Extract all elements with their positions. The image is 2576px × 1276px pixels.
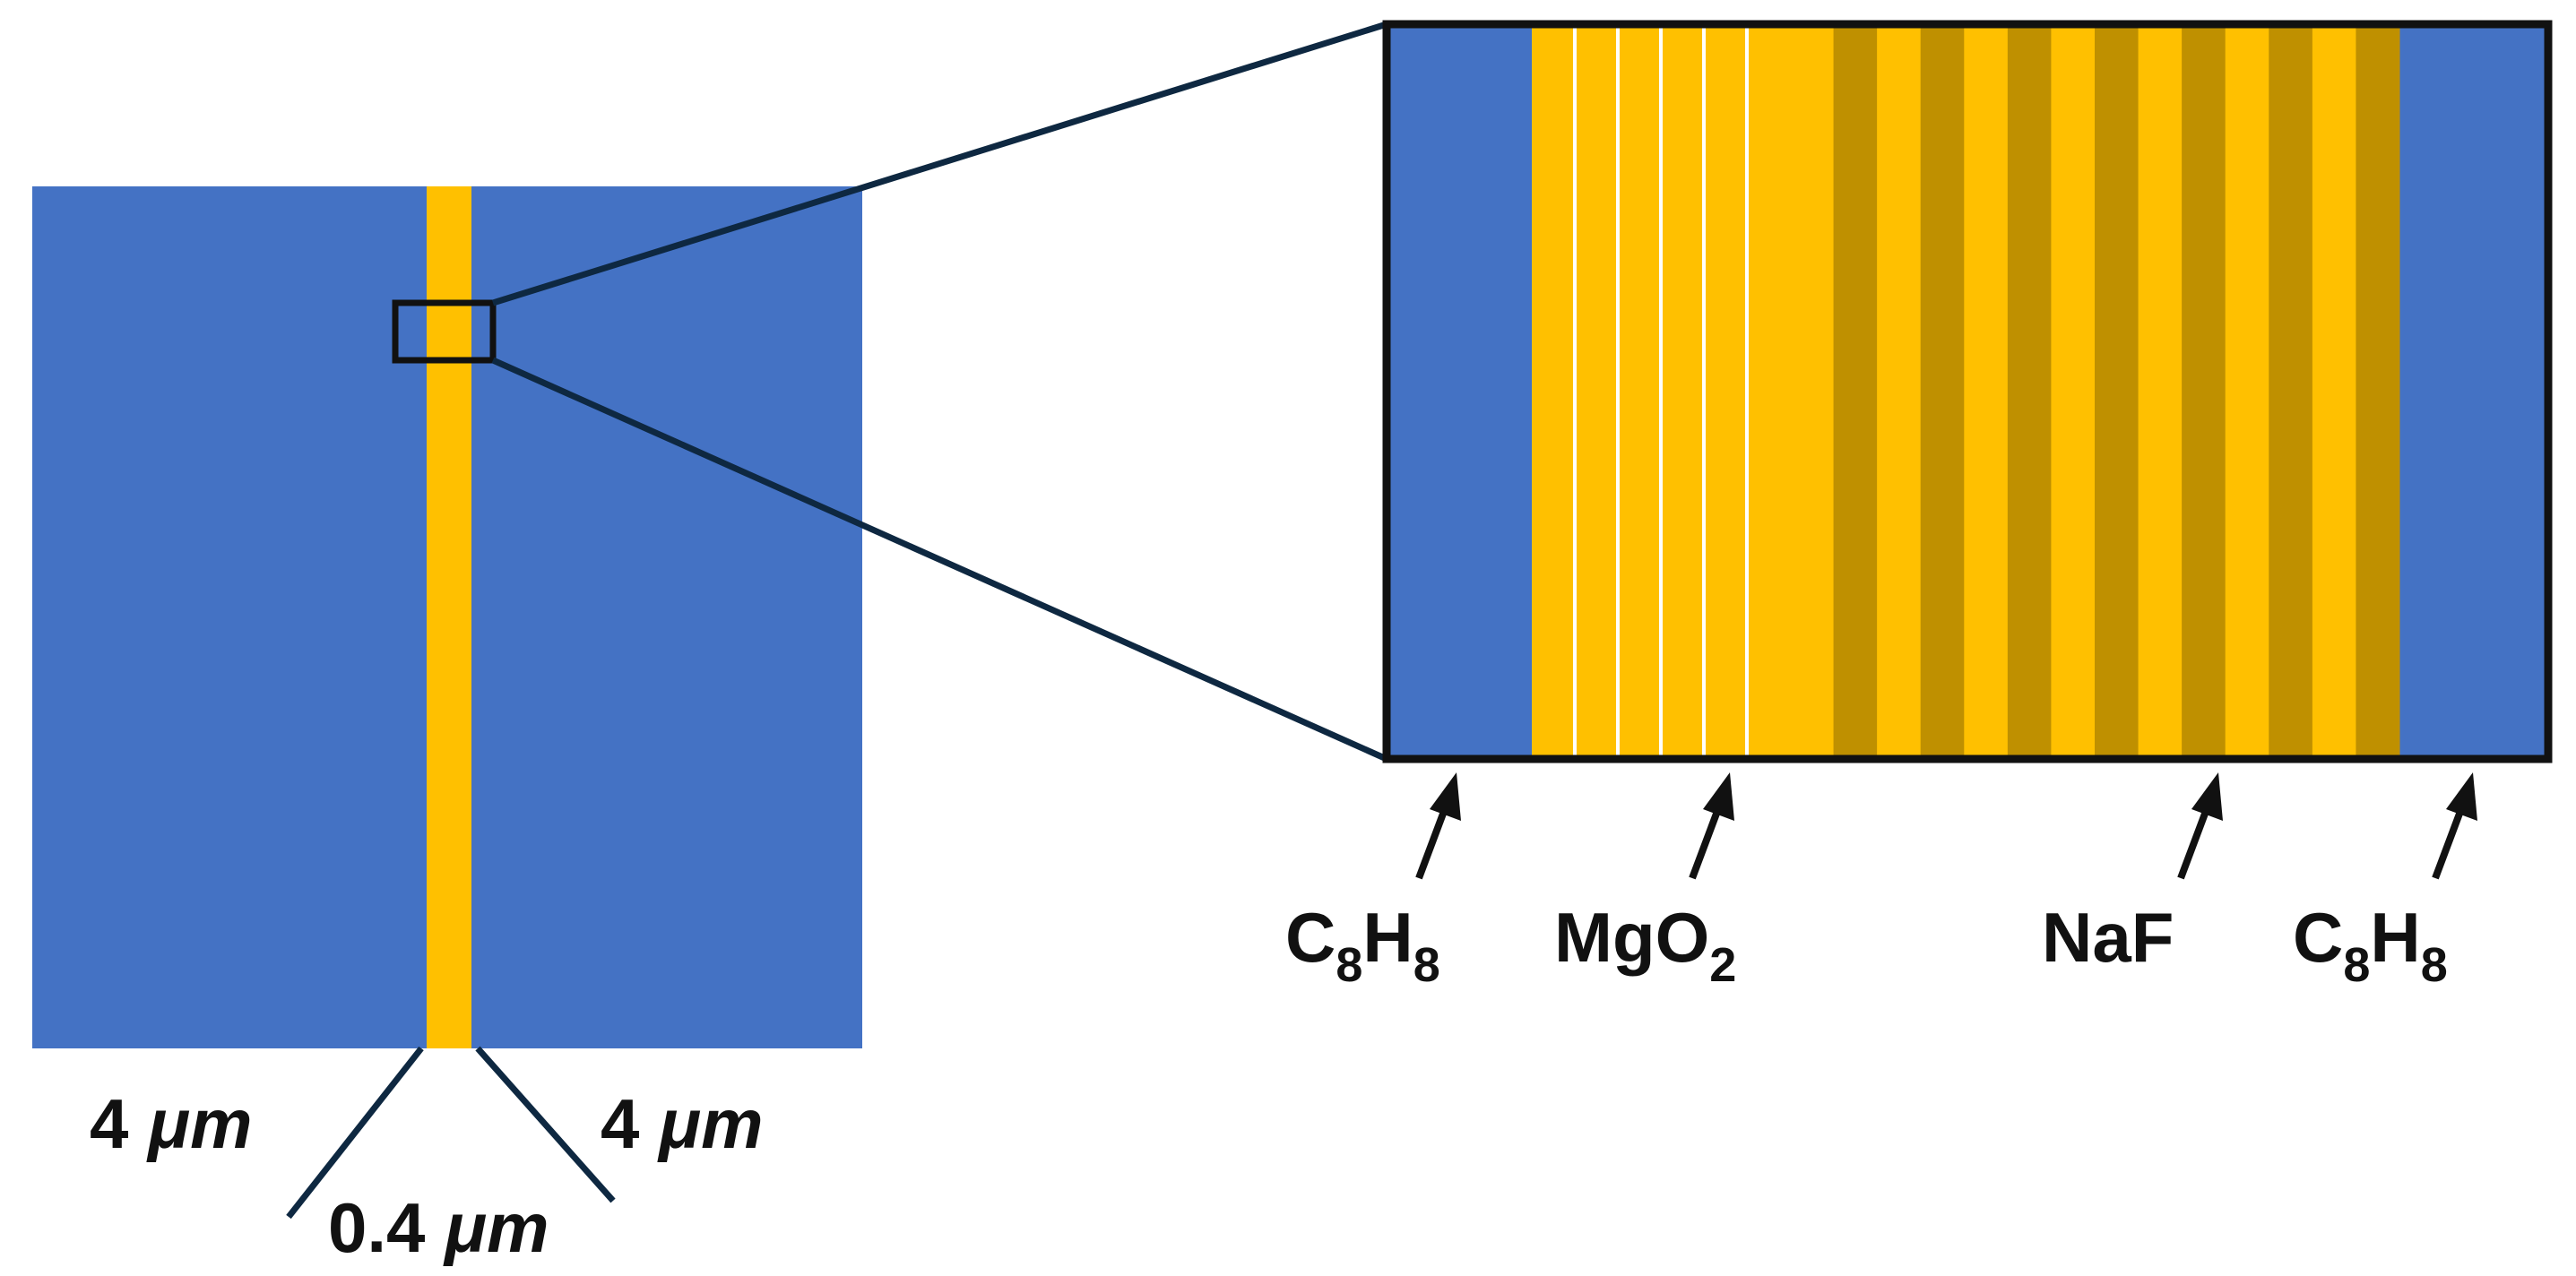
mgo2-layer	[1747, 24, 1790, 759]
zoom-connectors	[491, 21, 1388, 763]
mgo2-layer	[1704, 24, 1747, 759]
mgo2-layer	[1532, 24, 1575, 759]
zoom-connector-bottom	[491, 357, 1388, 763]
naf-layer	[1877, 24, 1922, 759]
mgo2-layer-separator	[1573, 24, 1577, 759]
leader-left	[286, 1046, 424, 1220]
naf-layer	[2007, 24, 2052, 759]
mgo2-layer	[1661, 24, 1704, 759]
mgo2-layer-separator	[1659, 24, 1663, 759]
overview-right-cladding	[471, 186, 862, 1048]
naf-layer	[1790, 24, 1835, 759]
naf-layer	[2356, 24, 2400, 759]
label-mgo2: MgO2	[1554, 898, 1736, 992]
dim-label-left: 4 μm	[90, 1084, 252, 1163]
naf-layer	[2182, 24, 2226, 759]
detail-right-cladding	[2399, 24, 2548, 759]
mgo2-layer	[1575, 24, 1618, 759]
naf-layer	[2138, 24, 2183, 759]
overview-left-cladding	[32, 186, 427, 1048]
pointer-arrows	[1415, 772, 2477, 880]
detail-view	[1382, 20, 2553, 763]
zoom-region-box	[392, 299, 497, 364]
naf-layer	[2051, 24, 2096, 759]
naf-layer	[1833, 24, 1878, 759]
mgo2-layer-separator	[1745, 24, 1749, 759]
arrow-mgo2	[1689, 772, 1734, 880]
arrow-right-cladding	[2432, 772, 2477, 880]
naf-layer	[2269, 24, 2313, 759]
label-right-cladding: C8H8	[2293, 898, 2448, 992]
naf-layer	[2225, 24, 2269, 759]
label-naf: NaF	[2042, 898, 2174, 977]
arrow-left-cladding	[1415, 772, 1461, 880]
mgo2-layer-separator	[1702, 24, 1706, 759]
detail-frame	[1382, 20, 2553, 763]
naf-layer	[1964, 24, 2009, 759]
detail-left-cladding	[1387, 24, 1532, 759]
mgo2-layer-separator	[1616, 24, 1620, 759]
dim-label-right: 4 μm	[601, 1084, 763, 1163]
overview-structure	[32, 186, 862, 1048]
arrow-naf	[2177, 772, 2223, 880]
dim-label-core: 0.4 μm	[328, 1188, 549, 1267]
naf-layer	[2095, 24, 2139, 759]
naf-layer	[1920, 24, 1965, 759]
detail-layer-stack	[1532, 24, 2400, 759]
label-left-cladding: C8H8	[1285, 898, 1440, 992]
mgo2-layer	[1618, 24, 1661, 759]
dimension-leaders	[286, 1046, 616, 1220]
leader-right	[475, 1046, 616, 1203]
zoom-connector-top	[491, 21, 1388, 306]
naf-layer	[2312, 24, 2356, 759]
overview-core	[427, 186, 471, 1048]
